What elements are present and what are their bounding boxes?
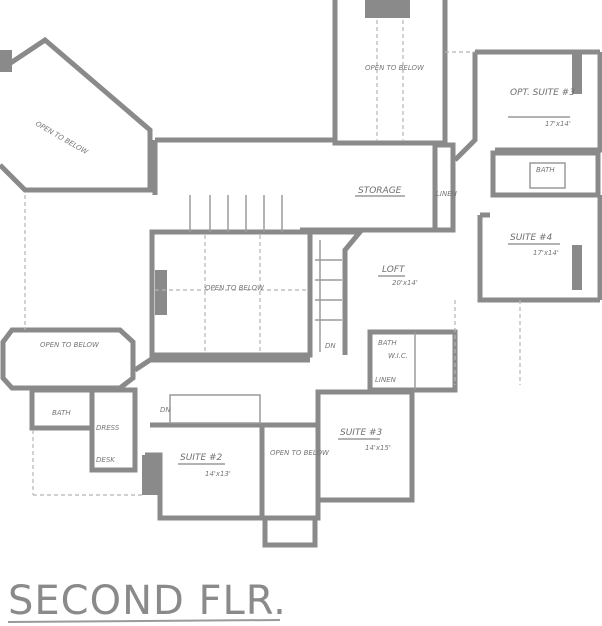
room-storage: STORAGE: [152, 137, 438, 233]
main-stair: DN: [310, 229, 366, 355]
svg-text:DN: DN: [160, 406, 171, 414]
room-suite-3: SUITE #3 14'x15': [315, 389, 415, 503]
svg-text:DRESS: DRESS: [96, 424, 120, 432]
svg-text:BATH: BATH: [378, 339, 397, 347]
room-opt-suite-3: OPT. SUITE #3 17'x14': [453, 49, 602, 162]
svg-text:OPEN TO BELOW: OPEN TO BELOW: [34, 120, 90, 157]
open-to-below-bottom: OPEN TO BELOW: [262, 422, 330, 548]
svg-text:DESK: DESK: [96, 456, 116, 464]
lower-stair: DN: [133, 357, 310, 428]
plan-title: SECOND FLR.: [7, 578, 287, 624]
linen-closet-top: LINEN: [432, 142, 458, 233]
svg-text:14'x15': 14'x15': [365, 444, 391, 452]
svg-text:W.I.C.: W.I.C.: [388, 352, 408, 360]
open-to-below-top-left: OPEN TO BELOW: [0, 36, 153, 193]
windows-row: [189, 195, 283, 232]
bath-top-right: BATH: [490, 150, 601, 198]
room-suite-2: SUITE #2 14'x13': [142, 425, 265, 521]
svg-text:SECOND FLR.: SECOND FLR.: [8, 578, 287, 624]
svg-text:OPEN TO BELOW: OPEN TO BELOW: [365, 64, 425, 72]
svg-text:DN: DN: [325, 342, 336, 350]
svg-text:OPEN TO BELOW: OPEN TO BELOW: [40, 341, 100, 349]
wic-bath-block: BATH W.I.C. LINEN: [367, 329, 458, 393]
svg-text:BATH: BATH: [536, 166, 555, 174]
svg-text:17'x14': 17'x14': [533, 249, 559, 257]
open-to-below-left: OPEN TO BELOW: [0, 327, 136, 391]
svg-text:OPEN TO BELOW: OPEN TO BELOW: [205, 284, 265, 292]
svg-text:20'x14': 20'x14': [392, 279, 418, 287]
svg-text:SUITE #4: SUITE #4: [510, 233, 553, 243]
svg-text:BATH: BATH: [52, 409, 71, 417]
svg-text:STORAGE: STORAGE: [358, 186, 402, 196]
svg-text:17'x14': 17'x14': [545, 120, 571, 128]
svg-text:SUITE #2: SUITE #2: [180, 453, 223, 463]
open-to-below-center: OPEN TO BELOW: [149, 195, 313, 358]
svg-text:OPEN TO BELOW: OPEN TO BELOW: [270, 449, 330, 457]
bath-left: BATH: [29, 387, 95, 431]
svg-text:SUITE #3: SUITE #3: [340, 428, 383, 438]
svg-text:LOFT: LOFT: [382, 265, 406, 275]
dress-desk: DRESS DESK: [89, 387, 138, 473]
svg-text:LINEN: LINEN: [436, 190, 458, 198]
svg-text:LINEN: LINEN: [375, 376, 397, 384]
room-suite-4: SUITE #4 17'x14': [477, 195, 602, 303]
svg-text:14'x13': 14'x13': [205, 470, 231, 478]
room-loft: LOFT 20'x14': [378, 265, 418, 287]
svg-text:OPT. SUITE #3: OPT. SUITE #3: [510, 88, 575, 98]
open-to-below-top-center: OPEN TO BELOW: [332, 0, 448, 146]
